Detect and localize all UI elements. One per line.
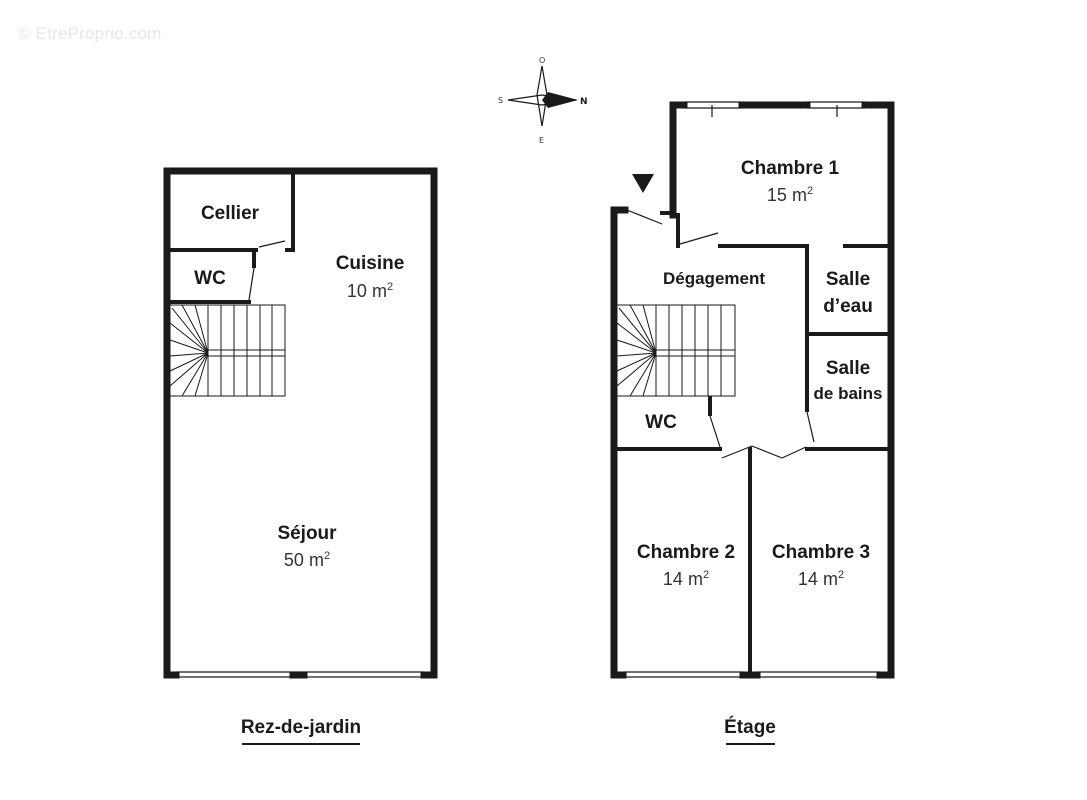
staircase-ground-floor: [169, 304, 286, 397]
room-name-chambre3: Chambre 3: [772, 542, 870, 563]
room-name-wc-upper: WC: [645, 412, 677, 433]
room-name-degagement: Dégagement: [663, 269, 765, 288]
chambre3-door: [751, 445, 783, 459]
level-label-upper: Étage: [724, 716, 776, 738]
level-label-ground: Rez-de-jardin: [241, 717, 361, 738]
room-area-chambre1: 15 m2: [767, 185, 813, 205]
cellier-door: [258, 240, 286, 248]
room-name-chambre1: Chambre 1: [741, 158, 840, 179]
entrance-door: [626, 209, 663, 225]
salle-bains-door: [806, 411, 815, 443]
room-name-sejour: Séjour: [277, 523, 337, 544]
room-area-chambre2: 14 m2: [663, 569, 709, 589]
upper-floor-plan: Chambre 1 15 m2 Dégagement Salle d’eau S…: [610, 101, 895, 745]
ground-floor-outer-wall: [163, 167, 438, 679]
wc-door-ground: [248, 267, 255, 301]
staircase-upper-floor: [616, 304, 736, 397]
room-area-cuisine: 10 m2: [347, 281, 393, 301]
room-name-salle-eau-line1: Salle: [826, 269, 870, 290]
north-arrow-icon: [542, 92, 578, 100]
chambre1-door: [679, 232, 719, 245]
room-name-salle-bains-line2: de bains: [814, 384, 883, 403]
room-area-chambre3: 14 m2: [798, 569, 844, 589]
compass-north-label: N: [580, 97, 588, 107]
compass-west-label: O: [539, 56, 545, 65]
compass-rose: O S N E: [498, 56, 588, 145]
ground-floor-plan: Cellier WC Cuisine 10 m2 Séjour 50 m2 Re…: [163, 167, 438, 745]
room-name-chambre2: Chambre 2: [637, 542, 735, 563]
wc-door-upper: [709, 415, 721, 448]
compass-south-label: S: [498, 96, 503, 105]
room-name-cellier: Cellier: [201, 203, 260, 224]
room-area-sejour: 50 m2: [284, 550, 330, 570]
compass-east-label: E: [539, 136, 544, 145]
room-name-wc-ground: WC: [194, 268, 226, 289]
room-name-salle-bains-line1: Salle: [826, 358, 870, 379]
watermark: © EtreProprio.com: [18, 24, 162, 43]
room-name-salle-eau-line2: d’eau: [823, 296, 873, 317]
entrance-marker-icon: [632, 174, 654, 193]
chambre2-door: [721, 445, 753, 459]
upper-floor-outer-wall-left: [610, 206, 629, 679]
room-name-cuisine: Cuisine: [336, 253, 405, 274]
